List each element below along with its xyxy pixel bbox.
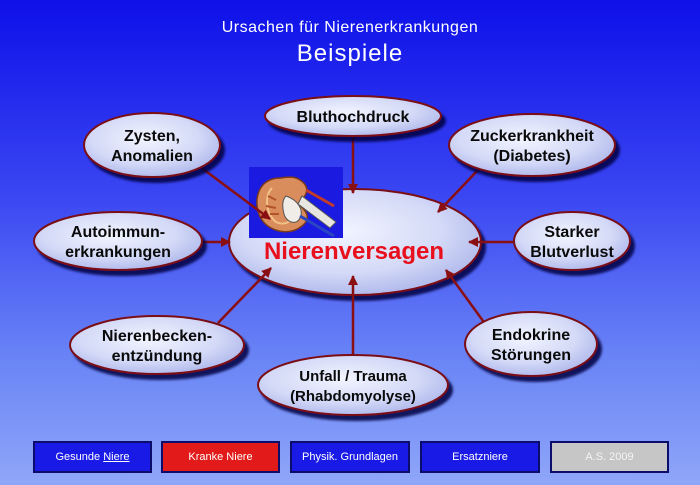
center-label: Nierenversagen <box>264 238 444 265</box>
slide-title: Ursachen für Nierenerkrankungen <box>221 19 479 36</box>
node-endokrine: Endokrine Störungen <box>464 311 598 377</box>
nav-ersatzniere-button[interactable]: Ersatzniere <box>420 441 540 473</box>
arrow-nierenbecken <box>217 267 272 324</box>
arrow-zucker <box>437 169 479 213</box>
nav-ersatz-label: Ersatzniere <box>452 451 508 463</box>
node-zysten: Zysten, Anomalien <box>83 112 221 178</box>
node-label: Anomalien <box>111 148 193 165</box>
node-label: Starker <box>544 224 599 241</box>
node-label: Blutverlust <box>530 244 614 261</box>
node-autoimmun: Autoimmun- erkrankungen <box>33 211 203 271</box>
nav-gesunde-link[interactable]: Niere <box>103 451 130 463</box>
node-label: Bluthochdruck <box>297 109 410 126</box>
nav-physik-grundlagen-button[interactable]: Physik. Grundlagen <box>290 441 410 473</box>
node-label: Endokrine <box>492 327 570 344</box>
kidney-cross-section-icon <box>249 167 343 238</box>
node-label: Unfall / Trauma <box>299 368 407 385</box>
credit-badge: A.S. 2009 <box>550 441 669 473</box>
node-label: (Rhabdomyolyse) <box>290 388 416 405</box>
node-bluthochdruck: Bluthochdruck <box>264 95 442 137</box>
arrows <box>198 134 513 356</box>
node-zucker: Zuckerkrankheit (Diabetes) <box>448 113 616 177</box>
node-label: erkrankungen <box>65 244 171 261</box>
node-label: entzündung <box>112 348 203 365</box>
node-label: Störungen <box>491 347 571 364</box>
node-label: Zysten, <box>124 128 180 145</box>
nav-kranke-niere-button[interactable]: Kranke Niere <box>161 441 280 473</box>
credit-label: A.S. 2009 <box>585 451 634 463</box>
nav-gesunde-prefix: Gesunde <box>55 451 104 463</box>
node-label: Zuckerkrankheit <box>470 128 594 145</box>
node-label: Nierenbecken- <box>102 328 212 345</box>
slide-subtitle: Beispiele <box>296 40 404 67</box>
nav-kranke-label: Kranke Niere <box>188 451 253 463</box>
arrow-endokrine <box>444 269 488 326</box>
node-unfall: Unfall / Trauma (Rhabdomyolyse) <box>257 354 449 416</box>
arrow-zysten <box>198 164 271 221</box>
node-nierenbecken: Nierenbecken- entzündung <box>69 315 245 375</box>
node-blutverlust: Starker Blutverlust <box>513 211 631 271</box>
node-label: Autoimmun- <box>71 224 165 241</box>
nav-physik-label: Physik. Grundlagen <box>302 451 398 463</box>
node-label: (Diabetes) <box>493 148 570 165</box>
nav-gesunde-niere-button[interactable]: Gesunde Niere <box>33 441 152 473</box>
